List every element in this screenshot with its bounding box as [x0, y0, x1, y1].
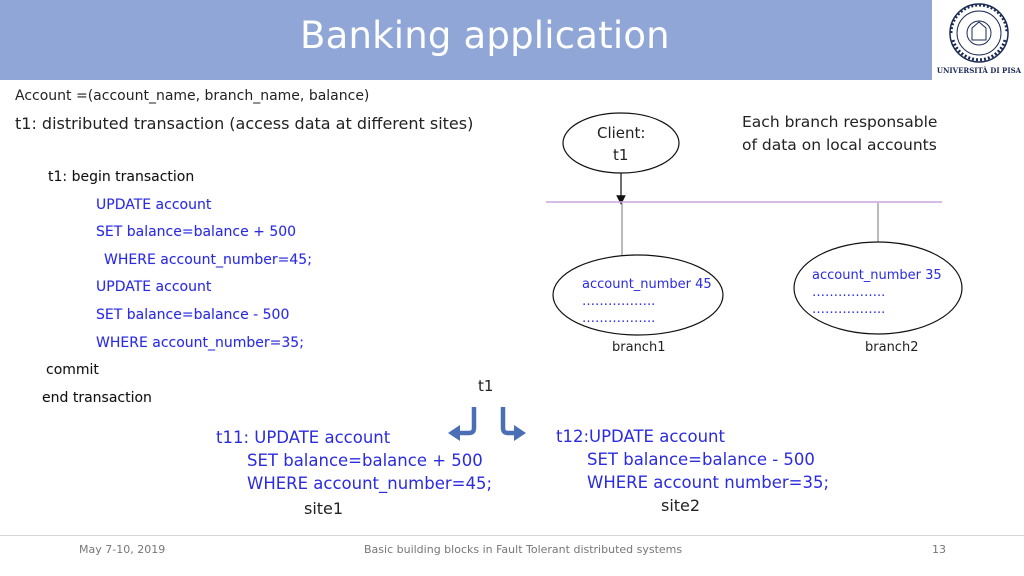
t12-line: SET balance=balance - 500: [587, 450, 815, 469]
code-line: WHERE account_number=45;: [104, 252, 312, 268]
branch1-dots: ……………..: [582, 311, 656, 326]
t11-line: SET balance=balance + 500: [247, 451, 483, 470]
schema-text: Account =(account_name, branch_name, bal…: [15, 88, 370, 104]
title-bar: Banking application: [0, 0, 932, 80]
code-line: SET balance=balance - 500: [96, 307, 290, 323]
site1-label: site1: [304, 499, 344, 518]
footer-divider: [0, 535, 1024, 536]
site2-label: site2: [661, 496, 701, 515]
branch1-dots: ……………..: [582, 294, 656, 309]
branch1-account: account_number 45: [582, 277, 712, 292]
client-transaction: t1: [613, 146, 629, 164]
footer-date: May 7-10, 2019: [79, 543, 166, 556]
page-number: 13: [932, 543, 946, 556]
split-right-arrow-icon: [500, 407, 526, 441]
branch2-label: branch2: [865, 340, 919, 355]
university-seal-icon: [949, 3, 1009, 63]
branch1-label: branch1: [612, 340, 666, 355]
branch2-account: account_number 35: [812, 268, 942, 283]
t11-line: WHERE account_number=45;: [247, 474, 493, 493]
code-line: UPDATE account: [96, 279, 212, 295]
t12-line: WHERE account number=35;: [587, 473, 830, 492]
code-line: SET balance=balance + 500: [96, 224, 297, 240]
end-transaction: end transaction: [42, 390, 152, 406]
footer-title: Basic building blocks in Fault Tolerant …: [364, 543, 683, 556]
t1-split-label: t1: [478, 377, 494, 395]
note-line: Each branch responsable: [742, 113, 938, 131]
t12-line: t12:UPDATE account: [556, 427, 725, 446]
code-line: UPDATE account: [96, 197, 212, 213]
t11-line: t11: UPDATE account: [216, 428, 391, 447]
branch2-dots: ……………..: [812, 285, 886, 300]
code-line: WHERE account_number=35;: [96, 335, 304, 351]
begin-transaction: t1: begin transaction: [48, 169, 195, 185]
branch2-node: [793, 241, 963, 335]
slide-title: Banking application: [300, 14, 670, 57]
university-logo: UNIVERSITÀ DI PISA: [934, 0, 1024, 80]
branch2-dots: ……………..: [812, 302, 886, 317]
branch1-node: [552, 254, 724, 336]
commit-text: commit: [46, 362, 99, 378]
note-line: of data on local accounts: [742, 136, 937, 154]
logo-caption: UNIVERSITÀ DI PISA: [936, 66, 1022, 75]
client-label: Client:: [597, 124, 646, 142]
t1-description: t1: distributed transaction (access data…: [15, 114, 474, 133]
split-left-arrow-icon: [448, 407, 477, 441]
client-node: [562, 112, 680, 174]
